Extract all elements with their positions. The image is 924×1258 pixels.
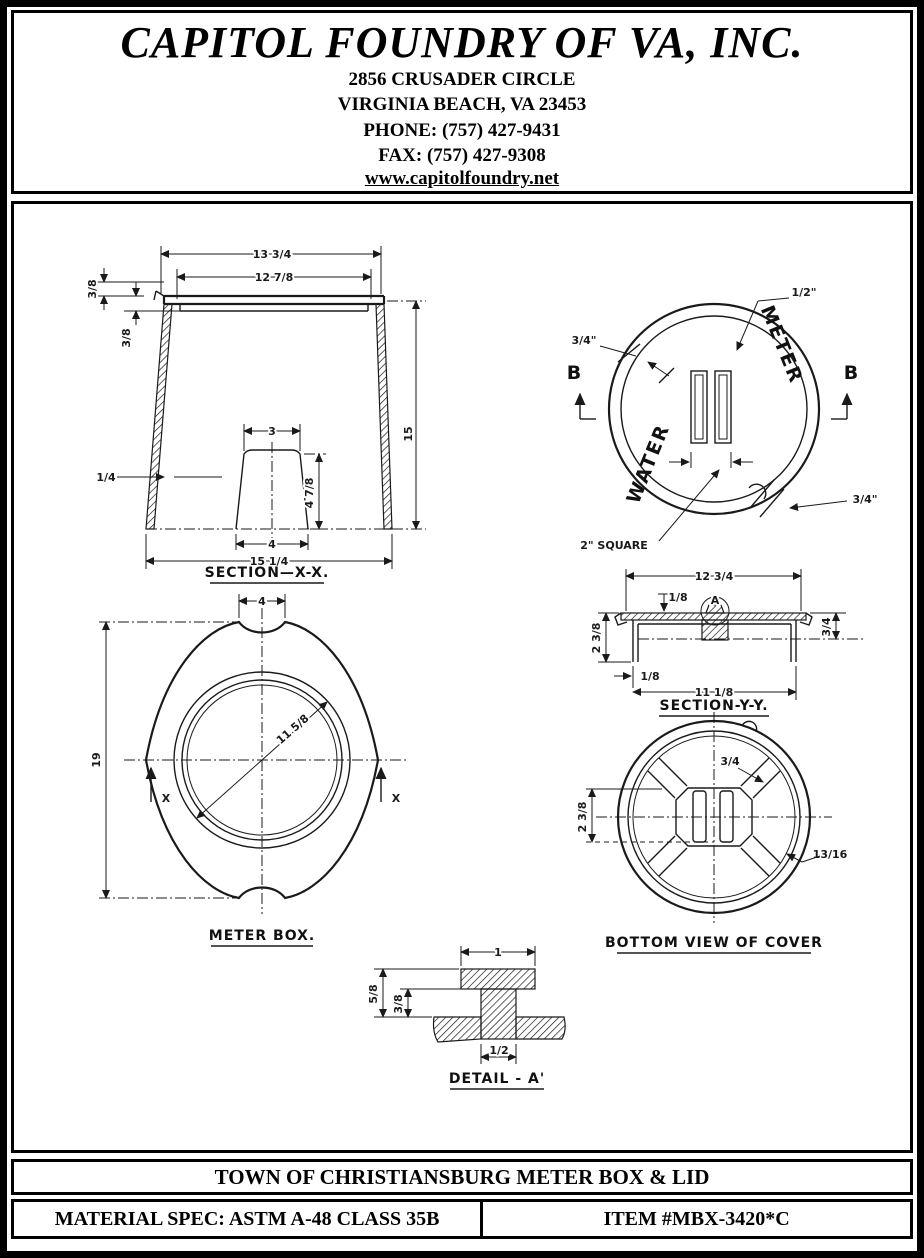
section-xx-view: 13 3/4 12 7/8 15 15 1/4 3 4 4 7/8 (84, 246, 426, 584)
dim-lip-top: 3/8 (86, 279, 99, 298)
material-spec: MATERIAL SPEC: ASTM A-48 CLASS 35B (11, 1199, 484, 1239)
address-line-2: VIRGINIA BEACH, VA 23453 (337, 94, 587, 116)
dim-detail-stem: 1/2 (489, 1044, 508, 1057)
dim-cover-rib: 3/4 (720, 755, 740, 768)
dim-boss-height: 4 7/8 (303, 478, 316, 509)
dim-detail-lip: 5/8 (367, 984, 380, 1003)
detail-a-view: 1 5/8 3/8 1/2 DETAIL - A' (365, 944, 566, 1090)
dim-yy-wall: 1/8 (640, 670, 659, 683)
cover-bottom-view: 2 3/8 3/4 13/16 BOTTOM VIEW OF COVER (574, 712, 850, 954)
meter-box-label: METER BOX. (209, 928, 315, 944)
dim-wall: 1/4 (96, 471, 116, 484)
technical-drawing: 13 3/4 12 7/8 15 15 1/4 3 4 4 7/8 (84, 246, 880, 1090)
dim-top-outer: 13 3/4 (253, 248, 292, 261)
dim-boss-bottom: 4 (268, 538, 276, 551)
drawing-title: TOWN OF CHRISTIANSBURG METER BOX & LID (11, 1159, 913, 1195)
detail-marker-a: A (711, 594, 720, 607)
section-yy-label: SECTION-Y-Y. (659, 698, 768, 714)
dim-cover-rim-thk: 13/16 (813, 848, 848, 861)
dim-box-opening: 11 5/8 (274, 712, 312, 747)
dim-bottom: 15 1/4 (250, 555, 289, 568)
dim-box-notch: 4 (258, 595, 266, 608)
meter-box-plan-view: 4 19 11 5/8 X X METER BOX. (88, 593, 406, 947)
item-number: ITEM #MBX-3420*C (480, 1199, 913, 1239)
dim-yy-top: 12 3/4 (695, 570, 734, 583)
meter-cast-text: METER (756, 302, 807, 387)
dim-boss-top: 3 (268, 425, 276, 438)
section-marker-b-right: B (844, 362, 860, 384)
dim-detail-width: 1 (494, 946, 502, 959)
detail-a-label: DETAIL - A' (449, 1071, 545, 1087)
dim-height: 15 (402, 426, 415, 441)
dim-box-length: 19 (90, 752, 103, 767)
dim-cover-slot: 2" SQUARE (580, 539, 648, 552)
company-name: CAPITOL FOUNDRY OF VA, INC. (120, 18, 804, 67)
water-cast-text: WATER (623, 421, 675, 507)
dim-top-inner: 12 7/8 (255, 271, 293, 284)
website-url: www.capitolfoundry.net (364, 167, 560, 189)
section-marker-x-left: X (162, 792, 171, 805)
section-xx-label: SECTION—X-X. (205, 565, 330, 581)
dim-yy-bottom: 11 1/8 (695, 686, 733, 699)
section-marker-b-left: B (567, 362, 583, 384)
section-marker-x-right: X (392, 792, 401, 805)
dim-lip-bottom: 3/8 (120, 328, 133, 347)
spec-row: MATERIAL SPEC: ASTM A-48 CLASS 35B ITEM … (11, 1199, 913, 1239)
section-yy-view: A 12 3/4 1/8 2 3/8 3/4 1/8 11 1/8 (588, 568, 866, 717)
dim-cover-lug: 3/4" (571, 334, 596, 347)
bottom-view-label: BOTTOM VIEW OF COVER (605, 935, 823, 951)
dim-yy-lip: 1/8 (668, 591, 687, 604)
cover-top-view: WATER METER B B 1/2" 3/4" 3/4" 2" SQUARE (567, 284, 880, 554)
drawing-area: 13 3/4 12 7/8 15 15 1/4 3 4 4 7/8 (11, 201, 913, 1153)
title-block: CAPITOL FOUNDRY OF VA, INC. 2856 CRUSADE… (11, 10, 913, 194)
phone-number: PHONE: (757) 427-9431 (363, 119, 561, 141)
dim-cover-notch: 3/4" (852, 493, 877, 506)
dim-yy-depth: 2 3/8 (590, 623, 603, 654)
dim-cover-slot-span: 2 3/8 (576, 802, 589, 833)
dim-yy-thickness: 3/4 (820, 617, 833, 637)
address-line-1: 2856 CRUSADER CIRCLE (348, 69, 576, 91)
dim-detail-under: 3/8 (392, 994, 405, 1013)
dim-cover-rim: 1/2" (791, 286, 816, 299)
fax-number: FAX: (757) 427-9308 (378, 144, 546, 166)
